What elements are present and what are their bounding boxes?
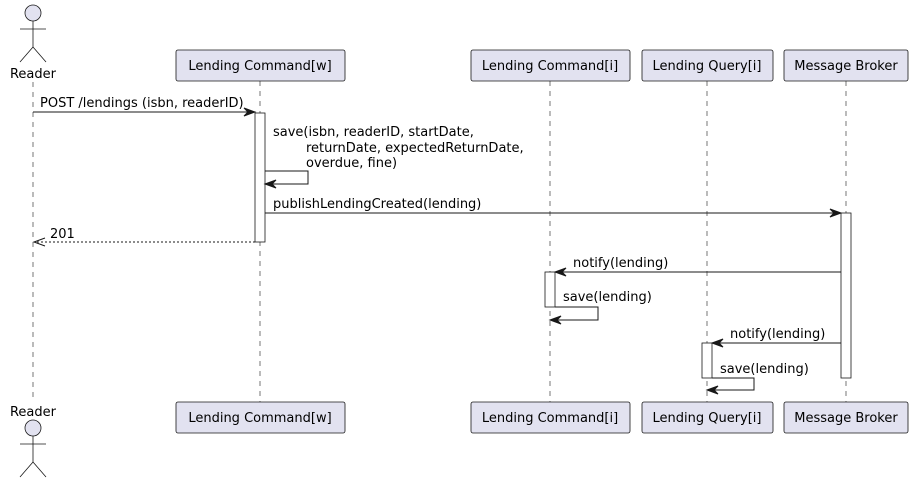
actor-reader-label-bottom: Reader	[10, 405, 57, 420]
message-notify-command-i: notify(lending)	[553, 256, 841, 277]
participant-lending-command-i-top	[470, 49, 631, 82]
message-post-lendings: POST /lendings (isbn, readerID)	[33, 96, 257, 117]
message-save-line2: returnDate, expectedReturnDate,	[306, 141, 524, 156]
participant-lending-query-i-bottom	[641, 401, 774, 434]
message-notify-command-i-label: notify(lending)	[573, 256, 668, 271]
message-publish-lending-created-label: publishLendingCreated(lending)	[273, 197, 481, 212]
participant-lending-query-i-bottom-label: Lending Query[i]	[652, 411, 761, 426]
participant-message-broker-bottom-label: Message Broker	[794, 411, 898, 426]
participant-lending-command-w-bottom-label: Lending Command[w]	[188, 411, 331, 426]
participant-message-broker-top-label: Message Broker	[794, 59, 898, 74]
message-notify-query-i: notify(lending)	[710, 327, 841, 348]
actor-head-icon	[24, 4, 42, 22]
actor-reader-top	[19, 4, 47, 63]
participant-lending-command-i-bottom	[470, 401, 631, 434]
participant-lending-command-w-bottom	[175, 401, 346, 434]
participant-lending-query-i-top-label: Lending Query[i]	[652, 59, 761, 74]
message-notify-query-i-label: notify(lending)	[730, 327, 825, 342]
participant-message-broker-top	[783, 49, 909, 82]
message-post-lendings-label: POST /lendings (isbn, readerID)	[40, 96, 244, 111]
participant-lending-command-w-top-label: Lending Command[w]	[188, 59, 331, 74]
message-return-201-label: 201	[50, 227, 75, 242]
message-save-line1: save(isbn, readerID, startDate,	[273, 125, 474, 140]
message-save-command-i-label: save(lending)	[563, 290, 652, 305]
activation-lending-command-w	[254, 112, 266, 243]
participant-message-broker-bottom	[783, 401, 909, 434]
actor-reader-label-top: Reader	[10, 67, 57, 82]
actor-reader-bottom	[19, 419, 47, 478]
message-save-line3: overdue, fine)	[306, 156, 397, 171]
activation-message-broker	[840, 212, 852, 379]
message-save-query-i: save(lending)	[705, 362, 809, 395]
message-publish-lending-created: publishLendingCreated(lending)	[265, 197, 843, 218]
message-save-command-i: save(lending)	[548, 290, 652, 325]
participant-lending-query-i-top	[641, 49, 774, 82]
message-save-self: save(isbn, readerID, startDate, returnDa…	[263, 125, 524, 189]
activation-lending-command-i	[544, 271, 556, 308]
actor-head-icon	[24, 419, 42, 437]
participant-lending-command-w-top	[175, 49, 346, 82]
participant-lending-command-i-top-label: Lending Command[i]	[482, 59, 618, 74]
message-return-201: 201	[32, 227, 255, 247]
activation-lending-query-i	[701, 342, 713, 379]
message-save-query-i-label: save(lending)	[720, 362, 809, 377]
participant-lending-command-i-bottom-label: Lending Command[i]	[482, 411, 618, 426]
